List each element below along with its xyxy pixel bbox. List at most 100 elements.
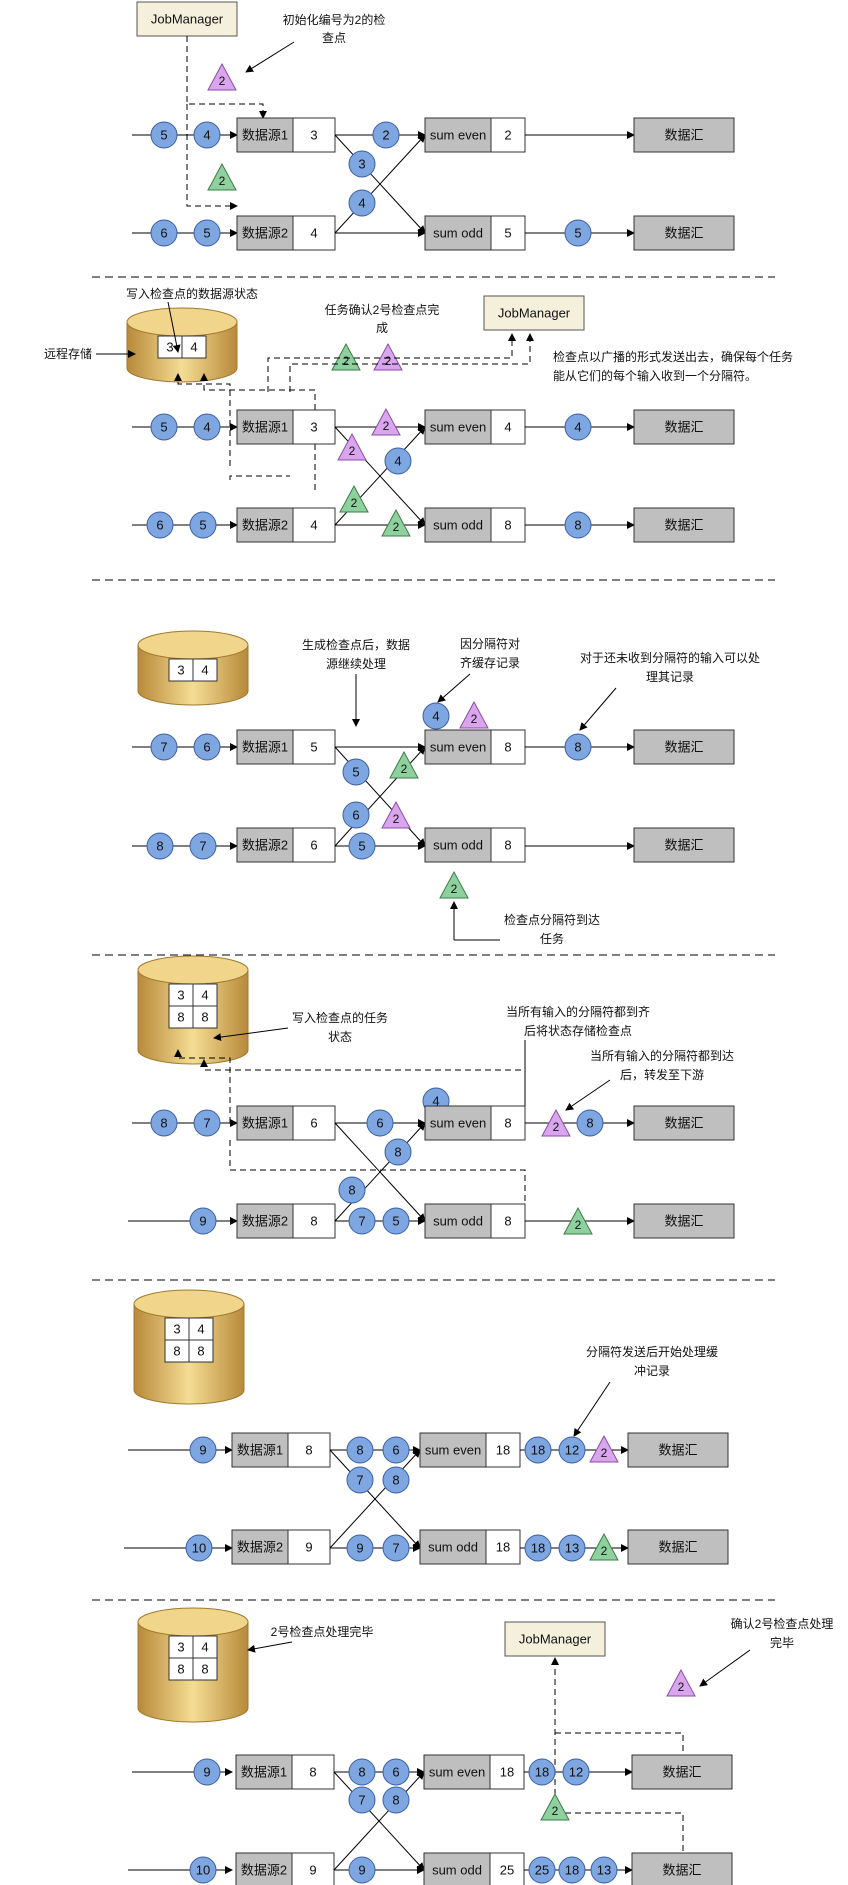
connector [334,1122,426,1222]
sum-even-label: sum even [430,1116,486,1131]
record-circle [189,1436,217,1464]
barrier-number: 2 [601,1446,608,1460]
barrier-number: 2 [552,1804,559,1818]
barrier-number: 2 [349,444,356,458]
sink-box [631,1754,733,1790]
storage-cell-value: 8 [201,1010,208,1025]
annotation-arrow [167,301,181,353]
sum-even-state: 18 [496,1443,510,1458]
record-number: 9 [199,1214,206,1229]
record-circle [193,733,221,761]
sum-odd-label: sum odd [433,518,483,533]
sink-label: 数据汇 [664,226,703,241]
record-number: 7 [160,740,167,755]
record-circle [342,758,370,786]
connector [334,134,426,234]
source2-state-box [287,1529,331,1565]
sink-label: 数据汇 [662,1863,701,1878]
record-number: 25 [535,1863,549,1878]
barrier-number: 2 [343,354,350,368]
record-number: 18 [531,1541,545,1556]
record-number: 6 [376,1116,383,1131]
record-circle [562,1758,590,1786]
annotation-arrow [565,1079,611,1111]
barrier-number: 2 [219,74,226,88]
source1-box [235,1754,293,1790]
record-number: 2 [382,128,389,143]
annotation: 因分隔符对 [460,636,520,651]
record-circle [382,1786,410,1814]
record-number: 9 [199,1443,206,1458]
annotation: 写入检查点的任务 [292,1010,388,1025]
record-number: 8 [392,1473,399,1488]
sum-even-label: sum even [430,420,486,435]
source2-label: 数据源2 [242,518,288,533]
barrier-triangle [541,1108,571,1137]
storage-top [137,1607,249,1637]
storage-cell-value: 3 [173,1322,180,1337]
record-number: 5 [358,839,365,854]
annotation-arrow [573,1381,611,1437]
annotation: 当所有输入的分隔符都到达 [590,1048,734,1063]
annotation: 2号检查点处理完毕 [271,1624,374,1639]
record-number: 8 [394,1145,401,1160]
barrier-number: 2 [393,520,400,534]
record-number: 13 [597,1863,611,1878]
dashed-path [200,1059,526,1106]
record-circle [189,1856,217,1884]
barrier-number: 2 [383,419,390,433]
record-number: 7 [358,1214,365,1229]
storage-cell-value: 8 [201,1662,208,1677]
source1-label: 数据源1 [242,740,288,755]
sum-even-state: 18 [500,1765,514,1780]
record-circle [346,1534,374,1562]
record-circle [150,413,178,441]
storage-cell-value: 8 [197,1344,204,1359]
record-circle [366,1109,394,1137]
sum-even-state: 2 [504,128,511,143]
annotation: 状态 [328,1030,352,1044]
record-circle [348,1758,376,1786]
dashed-path [229,1140,526,1204]
storage-cell [181,335,207,359]
record-circle [382,1758,410,1786]
annotation: 查点 [322,31,346,45]
storage-cell-value: 8 [173,1344,180,1359]
sum-even-state-box [490,729,526,765]
source2-box [235,1852,293,1885]
source2-state-box [292,215,336,251]
record-number: 4 [432,1094,439,1109]
record-circle [564,413,592,441]
annotation: 对于还未收到分隔符的输入可以处 [580,650,760,665]
sum-even-state-box [489,1754,525,1790]
sum-even-box [424,729,492,765]
source2-state: 4 [310,226,317,241]
storage-cell-value: 3 [177,988,184,1003]
record-circle [346,1466,374,1494]
storage-top [133,1289,245,1319]
sink-box [633,409,735,445]
sum-odd-label: sum odd [433,226,483,241]
jobmanager-label: JobManager [151,12,224,27]
source1-label: 数据源1 [242,128,288,143]
record-circle [189,511,217,539]
sum-even-state: 8 [504,1116,511,1131]
record-number: 7 [203,1116,210,1131]
record-circle [384,447,412,475]
record-number: 8 [160,1116,167,1131]
record-circle [150,121,178,149]
sum-odd-state: 25 [500,1863,514,1878]
barrier-triangle [389,750,419,779]
annotation: 理其记录 [646,670,694,684]
record-number: 5 [203,226,210,241]
source1-state: 5 [310,740,317,755]
dashed-path [186,36,267,119]
record-circle [193,1109,221,1137]
storage-cell-value: 3 [177,1640,184,1655]
source1-label: 数据源1 [242,1116,288,1131]
record-circle [590,1856,618,1884]
annotation: 完毕 [770,1635,794,1650]
barrier-triangle [371,407,401,436]
barrier-triangle [207,162,237,191]
